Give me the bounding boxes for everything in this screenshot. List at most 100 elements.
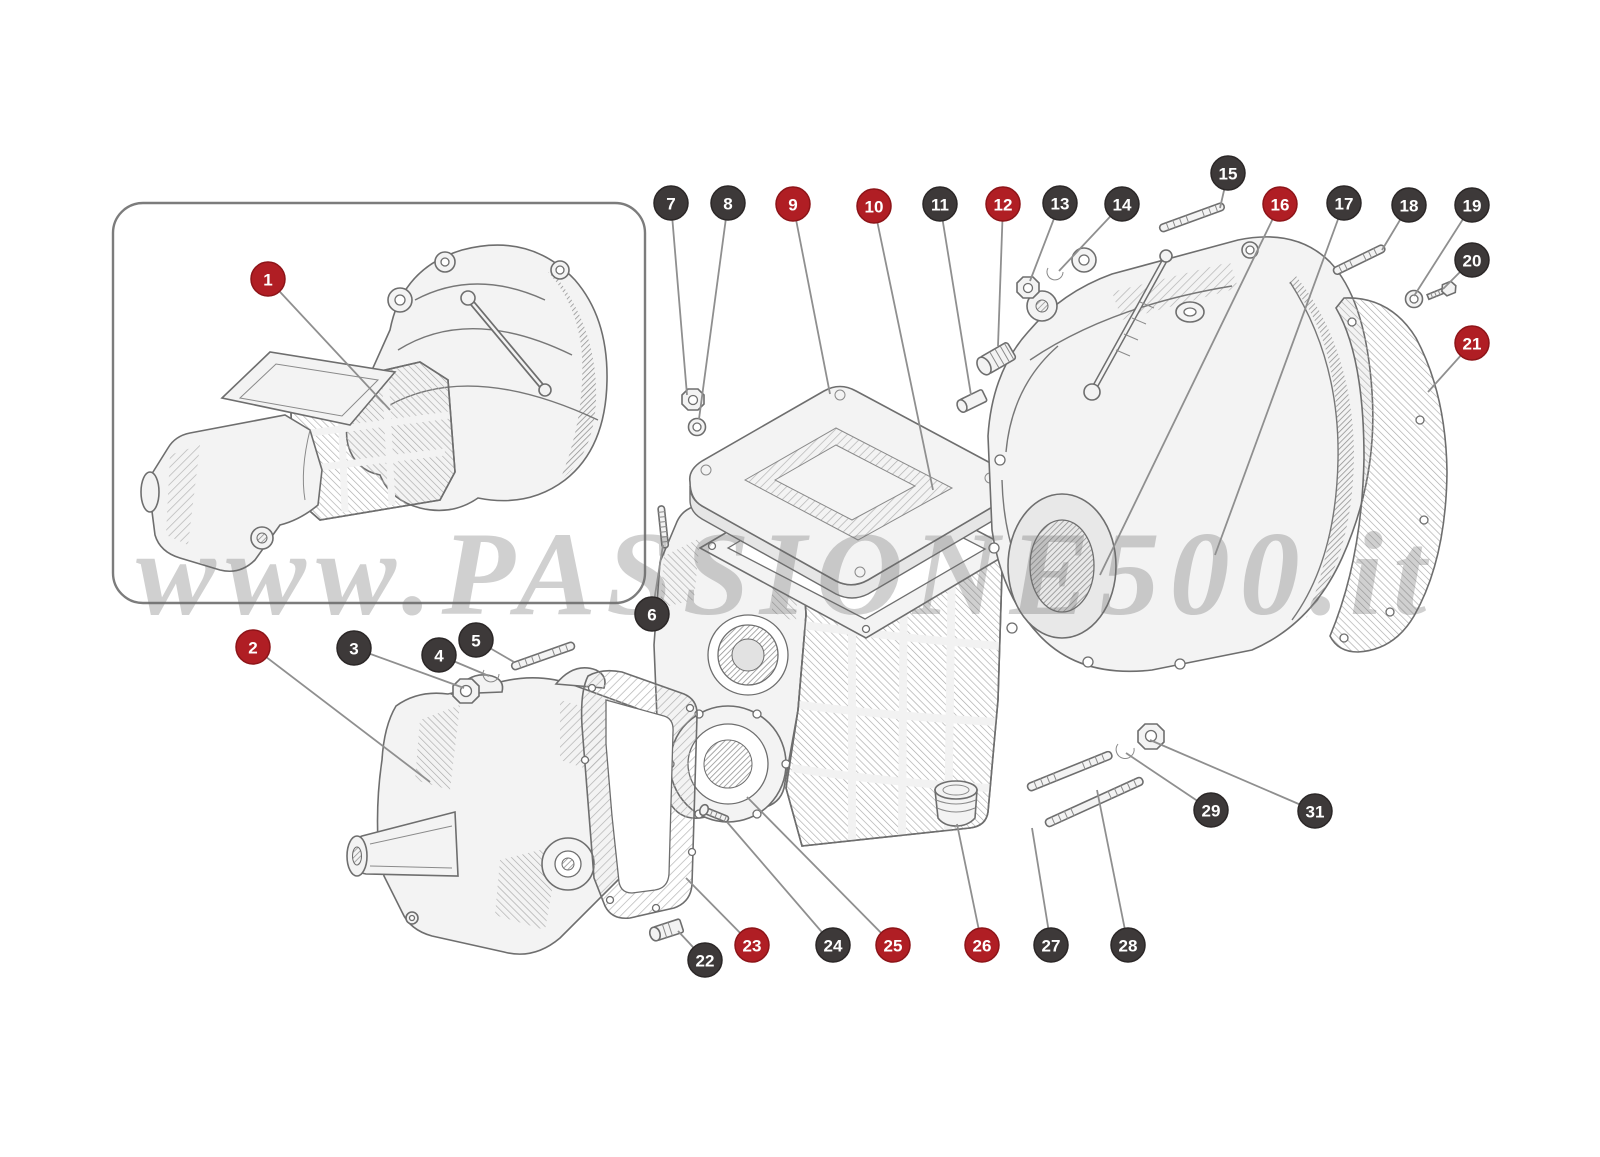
callout-circle-19[interactable] xyxy=(1454,187,1490,223)
callout-10[interactable]: 10 xyxy=(856,188,892,224)
callout-12[interactable]: 12 xyxy=(985,186,1021,222)
leader-line-11 xyxy=(939,203,972,396)
leader-line-24 xyxy=(726,821,834,946)
callout-number-26: 26 xyxy=(973,937,992,956)
callout-number-10: 10 xyxy=(865,198,884,217)
callout-circle-27[interactable] xyxy=(1033,927,1069,963)
callout-24[interactable]: 24 xyxy=(815,927,851,963)
callout-circle-9[interactable] xyxy=(775,186,811,222)
callout-1[interactable]: 1 xyxy=(250,261,286,297)
callout-18[interactable]: 18 xyxy=(1391,187,1427,223)
callout-circle-6[interactable] xyxy=(634,596,670,632)
callout-circle-1[interactable] xyxy=(250,261,286,297)
callout-2[interactable]: 2 xyxy=(235,629,271,665)
callout-circle-21[interactable] xyxy=(1454,325,1490,361)
callout-number-9: 9 xyxy=(788,196,797,215)
callout-circle-7[interactable] xyxy=(653,185,689,221)
callout-4[interactable]: 4 xyxy=(421,637,457,673)
callout-number-12: 12 xyxy=(994,196,1013,215)
callout-circle-29[interactable] xyxy=(1193,792,1229,828)
callout-number-13: 13 xyxy=(1051,195,1070,214)
callout-circle-28[interactable] xyxy=(1110,927,1146,963)
callout-16[interactable]: 16 xyxy=(1262,186,1298,222)
callout-circle-12[interactable] xyxy=(985,186,1021,222)
callout-26[interactable]: 26 xyxy=(964,927,1000,963)
callout-31[interactable]: 31 xyxy=(1297,793,1333,829)
callout-number-29: 29 xyxy=(1202,802,1221,821)
callout-circle-5[interactable] xyxy=(458,622,494,658)
callout-6[interactable]: 6 xyxy=(634,596,670,632)
side-cover-gasket-art xyxy=(580,669,698,920)
callout-number-25: 25 xyxy=(884,937,903,956)
callout-circle-20[interactable] xyxy=(1454,242,1490,278)
callout-13[interactable]: 13 xyxy=(1042,185,1078,221)
callout-circle-18[interactable] xyxy=(1391,187,1427,223)
callout-circle-15[interactable] xyxy=(1210,155,1246,191)
callout-number-31: 31 xyxy=(1306,803,1325,822)
leader-line-26 xyxy=(956,823,983,946)
callout-circle-25[interactable] xyxy=(875,927,911,963)
callout-circle-11[interactable] xyxy=(922,186,958,222)
callout-number-27: 27 xyxy=(1042,937,1061,956)
leader-line-28 xyxy=(1096,789,1129,946)
callout-circle-13[interactable] xyxy=(1042,185,1078,221)
callout-number-16: 16 xyxy=(1271,196,1290,215)
callout-3[interactable]: 3 xyxy=(336,630,372,666)
leader-line-9 xyxy=(792,203,831,395)
callout-number-22: 22 xyxy=(696,952,715,971)
leader-line-8 xyxy=(698,202,729,420)
callout-circle-16[interactable] xyxy=(1262,186,1298,222)
callout-number-11: 11 xyxy=(931,196,949,215)
leader-line-10 xyxy=(873,205,934,491)
leader-line-17 xyxy=(1214,202,1345,556)
callout-circle-22[interactable] xyxy=(687,942,723,978)
callout-circle-14[interactable] xyxy=(1104,186,1140,222)
callout-number-17: 17 xyxy=(1335,195,1354,214)
callout-circle-24[interactable] xyxy=(815,927,851,963)
callout-number-20: 20 xyxy=(1463,252,1482,271)
callout-25[interactable]: 25 xyxy=(875,927,911,963)
callout-circle-3[interactable] xyxy=(336,630,372,666)
top-cover-art xyxy=(688,385,1010,599)
callout-28[interactable]: 28 xyxy=(1110,927,1146,963)
callout-circle-23[interactable] xyxy=(734,927,770,963)
callout-circle-10[interactable] xyxy=(856,188,892,224)
callout-22[interactable]: 22 xyxy=(687,942,723,978)
callout-15[interactable]: 15 xyxy=(1210,155,1246,191)
callout-17[interactable]: 17 xyxy=(1326,185,1362,221)
hardware-art xyxy=(452,202,1457,942)
callout-number-23: 23 xyxy=(743,937,762,956)
callout-circle-4[interactable] xyxy=(421,637,457,673)
callout-circle-26[interactable] xyxy=(964,927,1000,963)
callout-circle-8[interactable] xyxy=(710,185,746,221)
leader-line-2 xyxy=(252,646,431,783)
callout-number-19: 19 xyxy=(1463,197,1482,216)
callout-19[interactable]: 19 xyxy=(1454,187,1490,223)
callout-circle-2[interactable] xyxy=(235,629,271,665)
callout-number-21: 21 xyxy=(1463,335,1482,354)
callout-29[interactable]: 29 xyxy=(1193,792,1229,828)
callout-21[interactable]: 21 xyxy=(1454,325,1490,361)
callout-7[interactable]: 7 xyxy=(653,185,689,221)
callout-9[interactable]: 9 xyxy=(775,186,811,222)
callout-circle-17[interactable] xyxy=(1326,185,1362,221)
leader-line-19 xyxy=(1413,204,1473,297)
callout-20[interactable]: 20 xyxy=(1454,242,1490,278)
rear-cover-plate-art xyxy=(1329,297,1448,653)
assembled-gearbox-art xyxy=(140,244,608,573)
callout-5[interactable]: 5 xyxy=(458,622,494,658)
callout-23[interactable]: 23 xyxy=(734,927,770,963)
callout-number-5: 5 xyxy=(471,632,480,651)
callout-27[interactable]: 27 xyxy=(1033,927,1069,963)
leader-line-31 xyxy=(1149,739,1316,812)
callout-number-7: 7 xyxy=(666,195,675,214)
leader-line-25 xyxy=(746,796,894,946)
callout-8[interactable]: 8 xyxy=(710,185,746,221)
callout-11[interactable]: 11 xyxy=(922,186,958,222)
callout-circle-31[interactable] xyxy=(1297,793,1333,829)
callout-14[interactable]: 14 xyxy=(1104,186,1140,222)
leader-line-27 xyxy=(1031,827,1052,946)
